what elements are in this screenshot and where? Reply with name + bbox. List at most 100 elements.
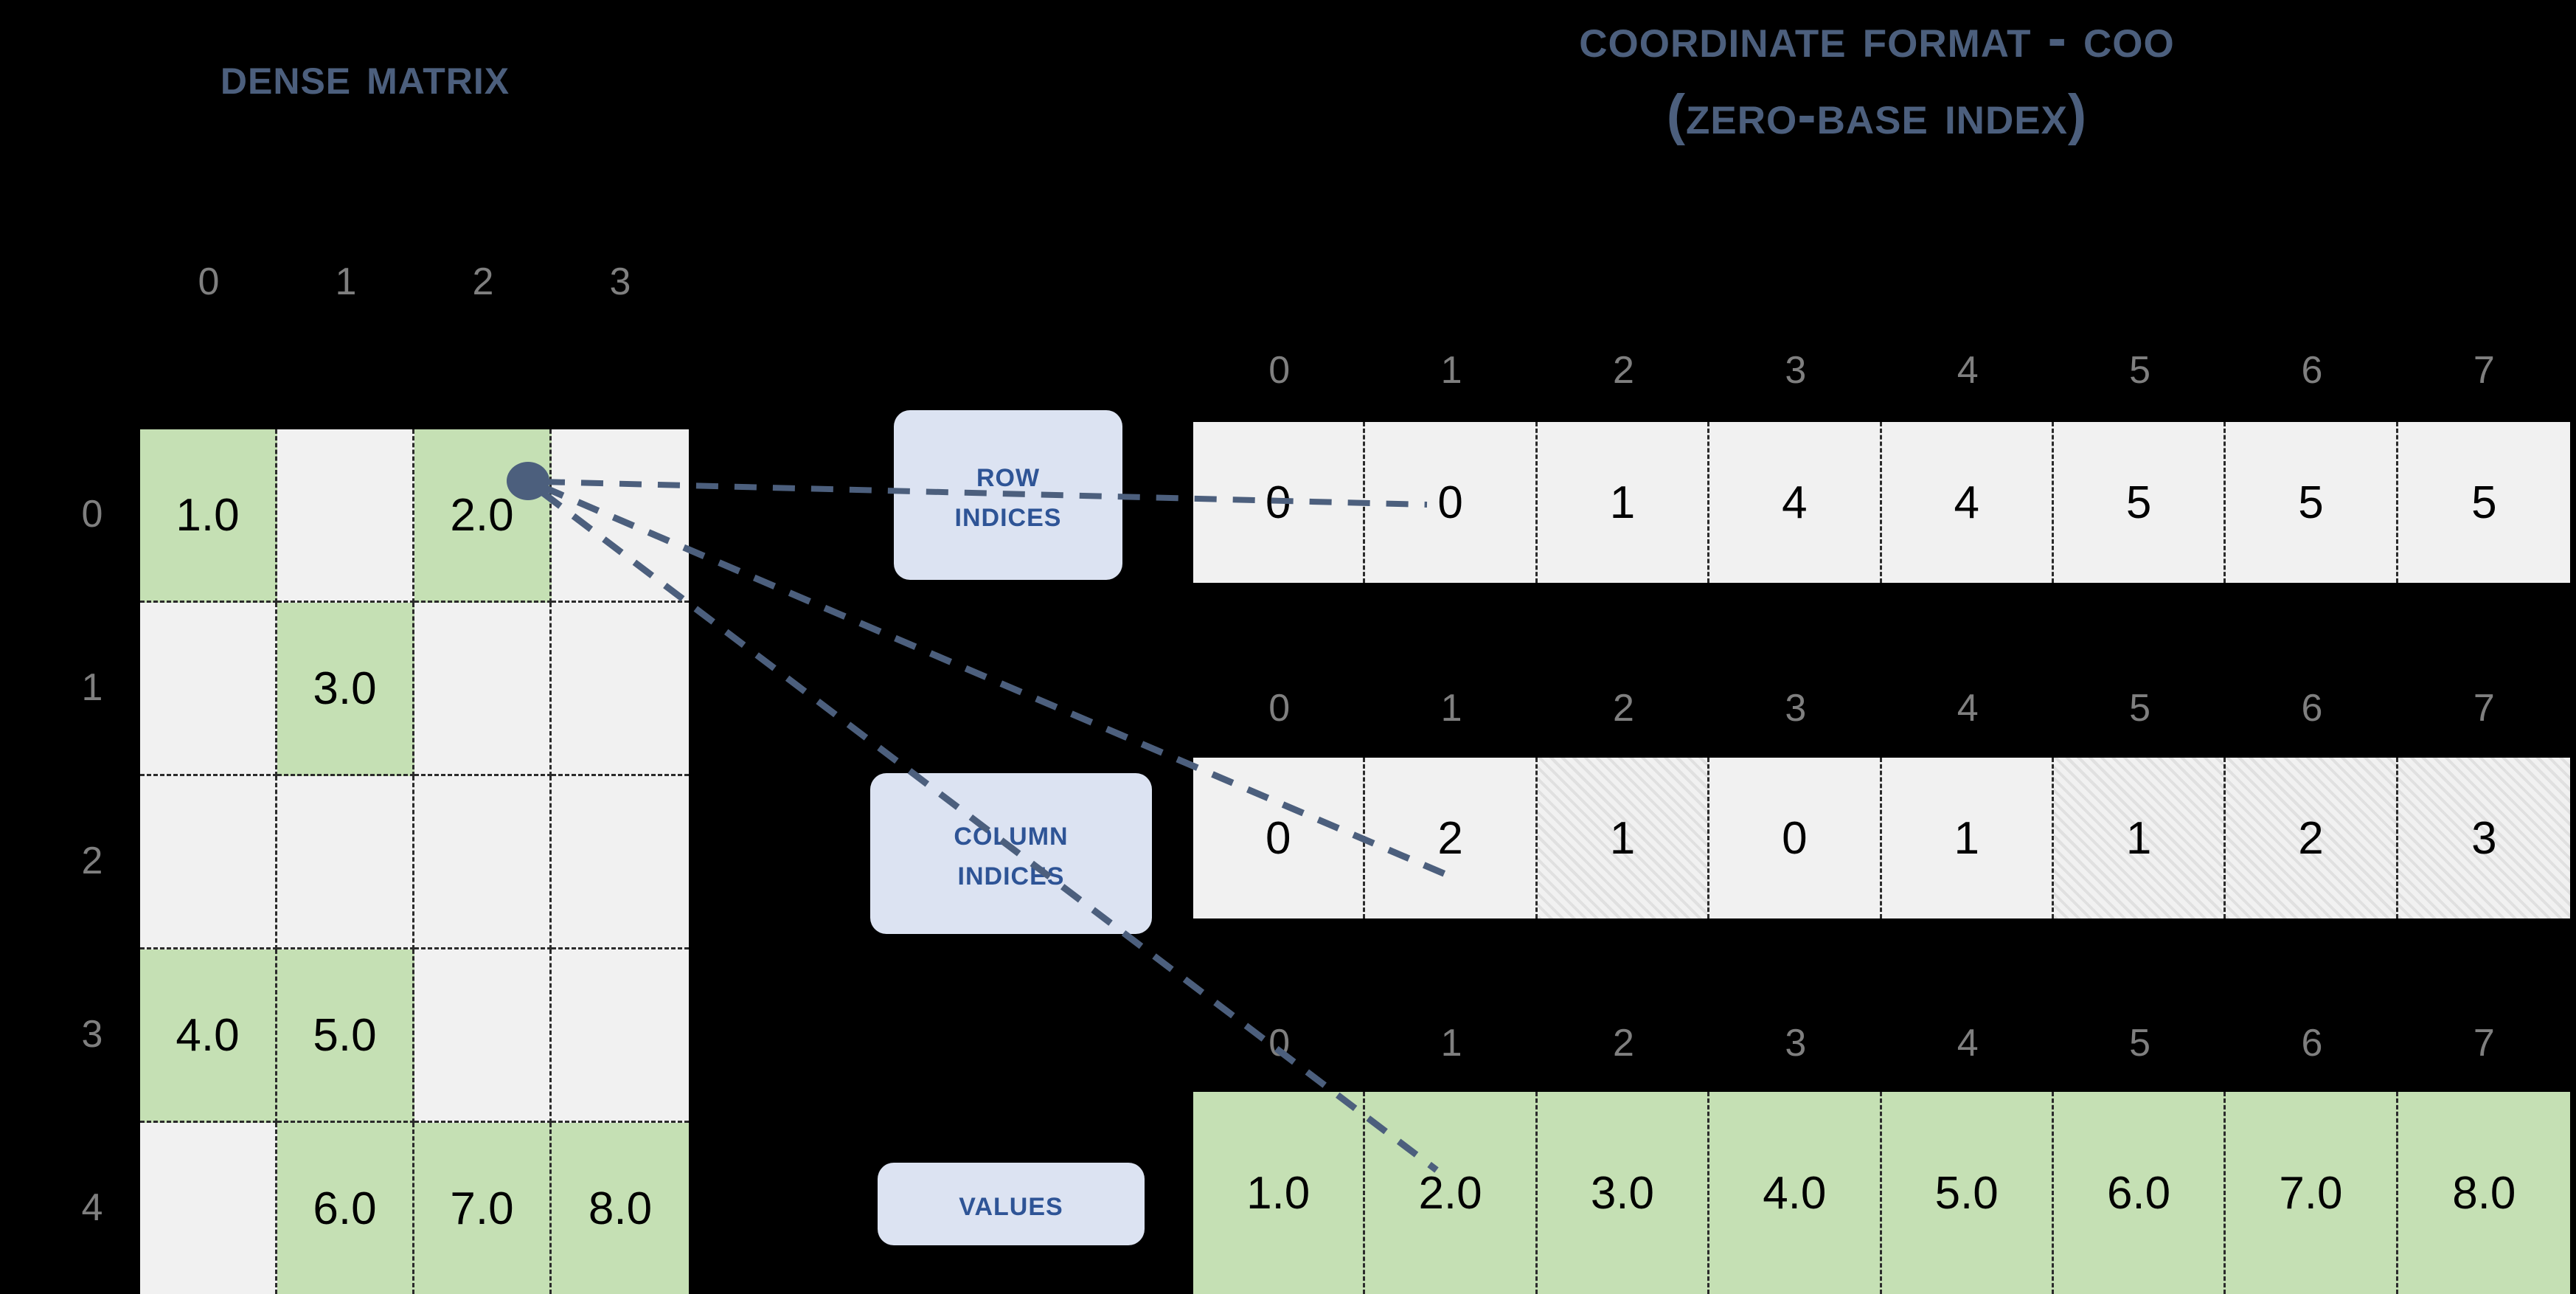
- dense-matrix-row: 1.0 2.0: [140, 429, 689, 603]
- row-indices-index-3: 3: [1785, 349, 1807, 392]
- row-indices-label-line1: Row: [976, 455, 1041, 495]
- dense-matrix-cell-r2-c2: [414, 776, 552, 949]
- dense-matrix-cell-r4-c3: 8.0: [552, 1123, 689, 1294]
- column-indices-cell-3: 0: [1709, 758, 1882, 918]
- dense-matrix-cell-r2-c3: [552, 776, 689, 949]
- row-indices-cell-0: 0: [1193, 422, 1366, 583]
- column-indices-index-5: 5: [2129, 687, 2151, 730]
- dense-matrix-cell-r3-c2: [414, 949, 552, 1123]
- values-index-2: 2: [1612, 1022, 1634, 1065]
- dense-matrix-cell-r1-c2: [414, 603, 552, 776]
- dense-matrix-row-header-0: 0: [81, 493, 103, 536]
- column-indices-cell-7: 3: [2398, 758, 2570, 918]
- row-indices-cell-4: 4: [1881, 422, 2054, 583]
- dense-matrix-col-header-1: 1: [335, 260, 357, 303]
- column-indices-cell-5: 1: [2053, 758, 2226, 918]
- row-indices-label-line2: Indices: [954, 495, 1062, 534]
- column-indices-index-6: 6: [2301, 687, 2323, 730]
- values-cell-7: 8.0: [2398, 1092, 2570, 1294]
- column-indices-label-line1: Column: [954, 814, 1069, 854]
- coo-title: Coordinate Format - COO (zero-base index…: [1187, 0, 2566, 153]
- dense-matrix-cell-r0-c1: [277, 429, 414, 603]
- dense-matrix-row-header-4: 4: [81, 1186, 103, 1229]
- dense-matrix-cell-r0-c2: 2.0: [414, 429, 552, 603]
- values-index-3: 3: [1785, 1022, 1807, 1065]
- values-label: Values: [878, 1163, 1145, 1245]
- values-index-header: 0 1 2 3 4 5 6 7: [1193, 1021, 2570, 1065]
- dense-matrix-cell-r3-c3: [552, 949, 689, 1123]
- row-indices-label: Row Indices: [894, 410, 1122, 580]
- dense-matrix-cell-r2-c1: [277, 776, 414, 949]
- coo-title-line2: (zero-base index): [1666, 83, 2088, 146]
- dense-matrix-title: Dense Matrix: [220, 46, 510, 105]
- values-index-4: 4: [1957, 1022, 1979, 1065]
- dense-matrix-row-header-3: 3: [81, 1013, 103, 1056]
- dense-matrix-cell-r4-c1: 6.0: [277, 1123, 414, 1294]
- dense-matrix-cell-r2-c0: [140, 776, 277, 949]
- row-indices-index-4: 4: [1957, 349, 1979, 392]
- values-index-1: 1: [1440, 1022, 1462, 1065]
- column-indices-cell-0: 0: [1193, 758, 1366, 918]
- row-indices-cell-6: 5: [2226, 422, 2398, 583]
- dense-matrix-cell-r3-c0: 4.0: [140, 949, 277, 1123]
- row-indices-cell-3: 4: [1709, 422, 1882, 583]
- row-indices-index-0: 0: [1268, 349, 1291, 392]
- dense-matrix-row: 3.0: [140, 603, 689, 776]
- row-indices-cell-5: 5: [2053, 422, 2226, 583]
- row-indices-index-7: 7: [2473, 349, 2495, 392]
- column-indices-label: Column Indices: [870, 773, 1152, 934]
- row-indices-index-2: 2: [1612, 349, 1634, 392]
- values-cell-1: 2.0: [1365, 1092, 1538, 1294]
- column-indices-index-1: 1: [1440, 687, 1462, 730]
- column-indices-cell-6: 2: [2226, 758, 2398, 918]
- column-indices-index-3: 3: [1785, 687, 1807, 730]
- row-indices-index-1: 1: [1440, 349, 1462, 392]
- dense-matrix-cell-r0-c3: [552, 429, 689, 603]
- column-indices-cell-1: 2: [1365, 758, 1538, 918]
- values-index-5: 5: [2129, 1022, 2151, 1065]
- values-cell-6: 7.0: [2226, 1092, 2398, 1294]
- dense-matrix-cell-r3-c1: 5.0: [277, 949, 414, 1123]
- row-indices-cell-1: 0: [1365, 422, 1538, 583]
- values-cell-0: 1.0: [1193, 1092, 1366, 1294]
- column-indices-cell-4: 1: [1881, 758, 2054, 918]
- dense-matrix-cell-r1-c3: [552, 603, 689, 776]
- row-indices-index-6: 6: [2301, 349, 2323, 392]
- dense-matrix-col-header-2: 2: [472, 260, 494, 303]
- values-cell-4: 5.0: [1881, 1092, 2054, 1294]
- column-indices-index-2: 2: [1612, 687, 1634, 730]
- column-indices-cell-2: 1: [1537, 758, 1710, 918]
- dense-matrix-cell-r1-c0: [140, 603, 277, 776]
- column-indices-index-0: 0: [1268, 687, 1291, 730]
- row-indices-cell-2: 1: [1537, 422, 1710, 583]
- dense-matrix-col-header-3: 3: [609, 260, 631, 303]
- column-indices-label-line2: Indices: [957, 854, 1065, 893]
- dense-matrix-row-header-2: 2: [81, 840, 103, 882]
- values-index-6: 6: [2301, 1022, 2323, 1065]
- values-cell-5: 6.0: [2053, 1092, 2226, 1294]
- dense-matrix-row: [140, 776, 689, 949]
- row-indices-cell-7: 5: [2398, 422, 2570, 583]
- row-indices-index-header: 0 1 2 3 4 5 6 7: [1193, 348, 2570, 392]
- dense-matrix-cell-r4-c0: [140, 1123, 277, 1294]
- values-index-0: 0: [1268, 1022, 1291, 1065]
- values-cell-3: 4.0: [1709, 1092, 1882, 1294]
- coo-title-line1: Coordinate Format - COO: [1579, 7, 2175, 69]
- column-indices-index-4: 4: [1957, 687, 1979, 730]
- dense-matrix-cell-r0-c0: 1.0: [140, 429, 277, 603]
- dense-matrix-cell-r1-c1: 3.0: [277, 603, 414, 776]
- values-cell-2: 3.0: [1537, 1092, 1710, 1294]
- dense-matrix-row-header-1: 1: [81, 666, 103, 709]
- dense-matrix-col-header-0: 0: [198, 260, 220, 303]
- row-indices-index-5: 5: [2129, 349, 2151, 392]
- dense-matrix-cell-r4-c2: 7.0: [414, 1123, 552, 1294]
- values-index-7: 7: [2473, 1022, 2495, 1065]
- values-label-line1: Values: [959, 1184, 1063, 1224]
